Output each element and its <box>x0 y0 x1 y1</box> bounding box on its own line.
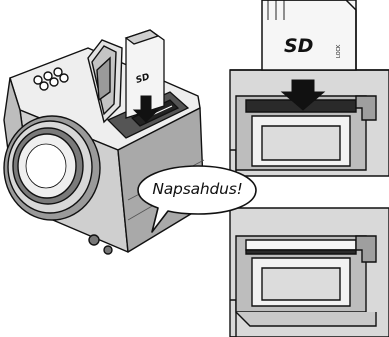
lens-icon <box>4 116 100 220</box>
card-latched-closeup-icon <box>230 208 389 337</box>
large-memory-card-icon: SD LOCK <box>262 0 356 70</box>
callout-text: Napsahdus! <box>139 180 256 198</box>
svg-text:LOCK: LOCK <box>336 44 342 58</box>
card-logo-large: SD <box>284 35 313 57</box>
